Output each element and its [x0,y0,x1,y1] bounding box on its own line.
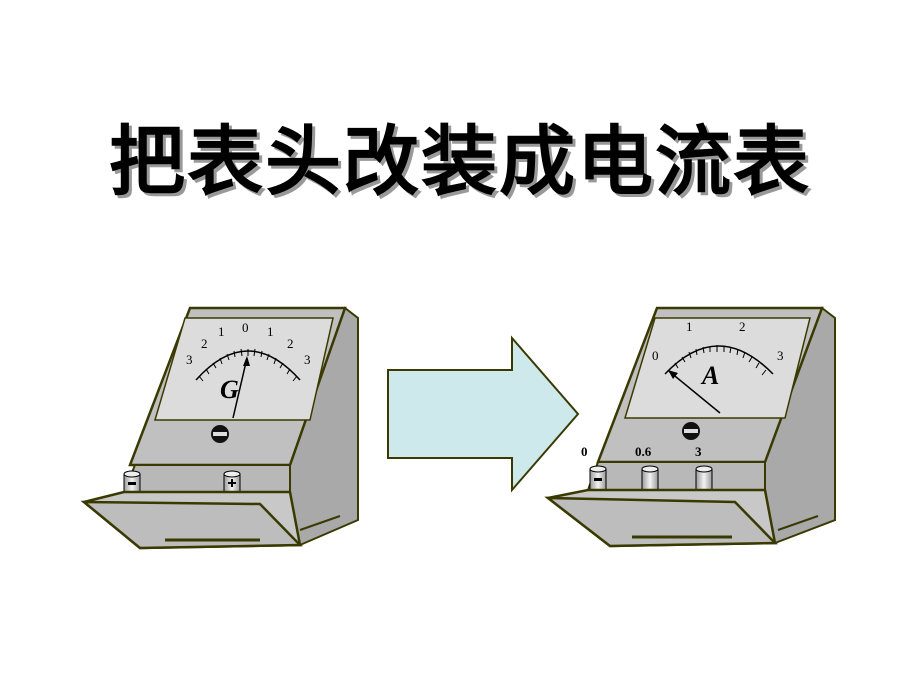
terminal-negative[interactable] [123,470,141,495]
scale-label: 0 [242,320,249,335]
terminal-0.6A[interactable] [641,465,659,492]
terminal-3A[interactable] [695,465,713,492]
terminal-label: 0 [581,444,588,459]
scale-label: 0 [652,348,659,363]
scale-label: 1 [218,324,225,339]
needle [232,357,248,419]
scale-label: 3 [777,348,784,363]
scale-label: 3 [304,352,311,367]
scale-label: 1 [267,324,274,339]
needle [669,371,721,414]
scale-label: 2 [739,319,746,334]
scale-label: 2 [201,336,208,351]
terminal-negative[interactable] [589,465,607,492]
scale-label: 2 [287,336,294,351]
terminal-label: 3 [695,444,702,459]
scale-label: 3 [186,352,193,367]
arrow-icon [387,335,580,493]
galvanometer: 3 2 1 0 1 2 3 G [80,306,359,550]
meter-symbol: G [220,375,239,404]
dial-window [623,317,811,419]
ammeter: 0 1 2 3 A 0 0.6 3 [544,306,836,548]
terminal-positive[interactable] [223,470,241,495]
terminal-label: 0.6 [635,444,652,459]
page-title: 把表头改装成电流表 [109,117,811,206]
meter-symbol: A [700,361,719,390]
scale-label: 1 [686,319,693,334]
